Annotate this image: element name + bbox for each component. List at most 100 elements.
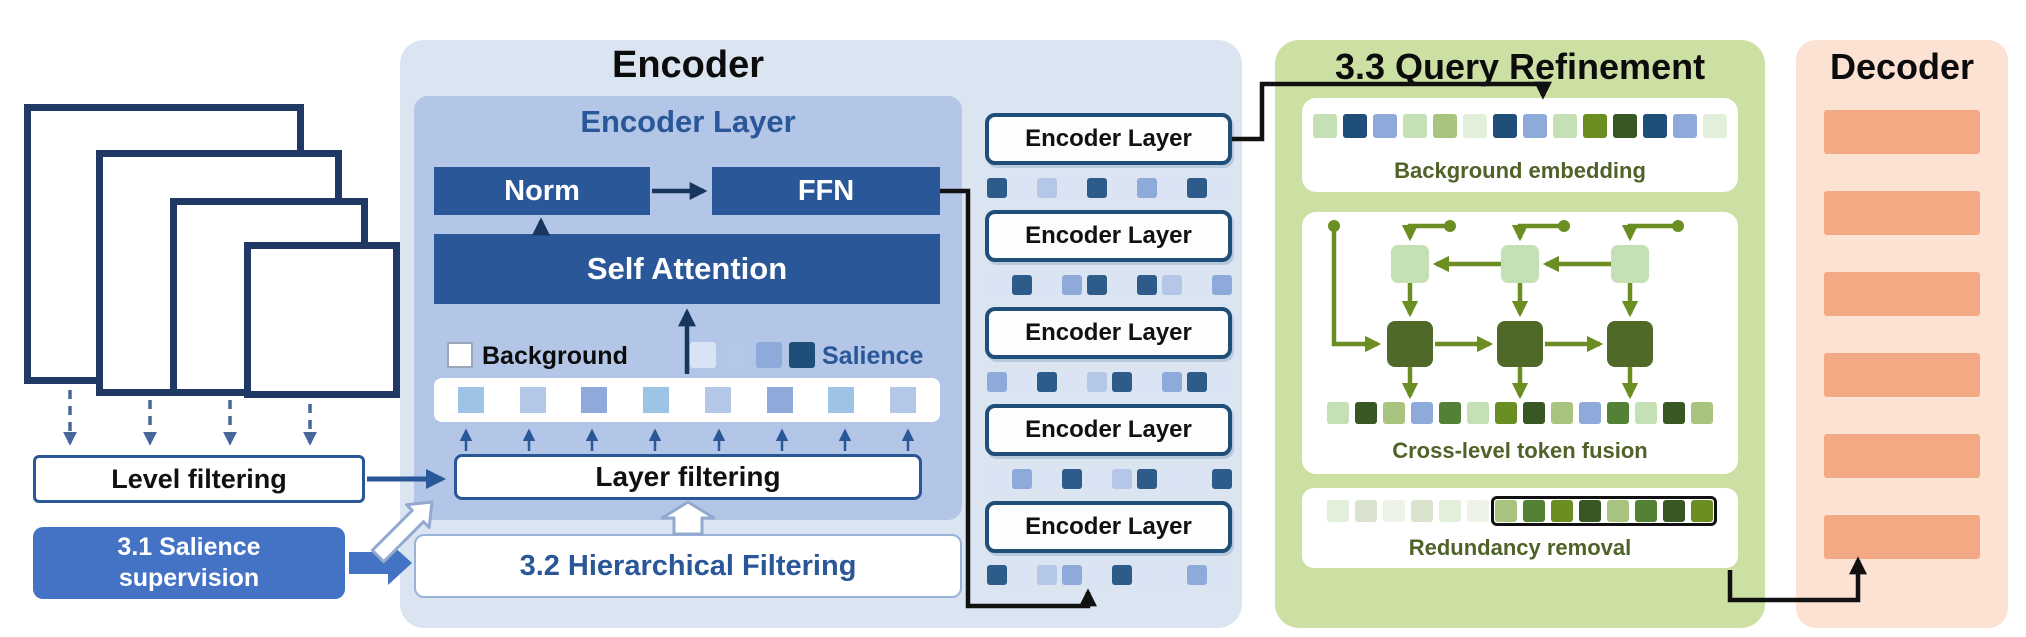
- token-square: [1086, 372, 1107, 392]
- token-square: [1439, 402, 1461, 424]
- token-square: [1523, 500, 1545, 522]
- decoder-layer-bar: [1824, 515, 1980, 559]
- token-square: [1327, 500, 1349, 522]
- token-square: [1061, 469, 1082, 489]
- level-filtering-box: Level filtering: [33, 455, 365, 503]
- token-square: [1355, 500, 1377, 522]
- token-square: [1061, 565, 1082, 585]
- token-square: [1579, 500, 1601, 522]
- token-square: [1579, 402, 1601, 424]
- token-row-1: [986, 178, 1232, 198]
- encoder-layer-stack-3: Encoder Layer: [985, 307, 1232, 359]
- encoder-layer-stack-label: Encoder Layer: [1025, 513, 1192, 540]
- level-filtering-label: Level filtering: [111, 463, 287, 494]
- token-square: [1607, 500, 1629, 522]
- decoder-layer-bar: [1824, 272, 1980, 316]
- token-square: [1186, 372, 1207, 392]
- token-square: [1036, 469, 1057, 489]
- token-square: [1551, 402, 1573, 424]
- token-square: [690, 342, 716, 368]
- token-square: [1161, 178, 1182, 198]
- background-legend-swatch: [447, 342, 473, 368]
- token-square: [1403, 114, 1427, 138]
- token-square: [643, 387, 670, 413]
- token-square: [1086, 275, 1107, 295]
- ffn-label: FFN: [797, 174, 855, 207]
- ffn-block: FFN: [712, 167, 940, 215]
- encoder-layer-panel: [414, 96, 962, 520]
- token-square: [1643, 114, 1667, 138]
- redundancy-label: Redundancy removal: [1408, 535, 1632, 560]
- decoder-title: Decoder: [1829, 46, 1975, 87]
- hierarchical-filtering-label: 3.2 Hierarchical Filtering: [519, 549, 857, 582]
- token-square: [1061, 372, 1082, 392]
- token-row-3: [986, 372, 1232, 392]
- layer-filtering-box: Layer filtering: [454, 454, 922, 500]
- token-square: [457, 387, 484, 413]
- token-square: [1086, 469, 1107, 489]
- fusion-label: Cross-level token fusion: [1392, 438, 1648, 463]
- kept-tokens-outline: [1491, 496, 1717, 526]
- token-square: [1136, 469, 1157, 489]
- background-embedding-label: Background embedding: [1394, 158, 1646, 183]
- salience-supervision-line1: 3.1 Salience: [117, 532, 261, 561]
- token-square: [1161, 565, 1182, 585]
- encoder-layer-stack-label: Encoder Layer: [1025, 222, 1192, 249]
- token-square: [1161, 275, 1182, 295]
- token-square: [1211, 275, 1232, 295]
- token-square: [986, 565, 1007, 585]
- encoder-layer-title: Encoder Layer: [580, 104, 796, 139]
- token-square: [1186, 469, 1207, 489]
- token-strip: [434, 378, 940, 422]
- token-square: [1673, 114, 1697, 138]
- decoder-layer-bar: [1824, 110, 1980, 154]
- decoder-layer-bar: [1824, 353, 1980, 397]
- token-square: [1086, 178, 1107, 198]
- token-square: [1086, 565, 1107, 585]
- token-square: [1691, 500, 1713, 522]
- token-square: [1011, 275, 1032, 295]
- token-square: [890, 387, 917, 413]
- token-square: [986, 178, 1007, 198]
- token-square: [1551, 500, 1573, 522]
- token-square: [1343, 114, 1367, 138]
- token-row-5: [986, 565, 1232, 585]
- token-square: [986, 372, 1007, 392]
- token-square: [723, 342, 749, 368]
- redundancy-token-row: [1302, 500, 1738, 522]
- token-square: [1411, 402, 1433, 424]
- token-square: [1355, 402, 1377, 424]
- token-square: [1493, 114, 1517, 138]
- token-square: [1111, 178, 1132, 198]
- token-fusion-graph: [1328, 220, 1684, 400]
- token-square: [1211, 469, 1232, 489]
- token-square: [1036, 565, 1057, 585]
- token-square: [1136, 372, 1157, 392]
- token-square: [1467, 500, 1489, 522]
- token-square: [1613, 114, 1637, 138]
- token-square: [1011, 372, 1032, 392]
- token-square: [1161, 372, 1182, 392]
- token-square: [1011, 565, 1032, 585]
- token-square: [519, 387, 546, 413]
- token-square: [1635, 500, 1657, 522]
- decoder-layer-bar: [1824, 191, 1980, 235]
- encoder-layer-stack-4: Encoder Layer: [985, 404, 1232, 456]
- self-attention-block: Self Attention: [434, 234, 940, 304]
- token-square: [1663, 402, 1685, 424]
- token-square: [1583, 114, 1607, 138]
- token-square: [789, 342, 815, 368]
- token-square: [1383, 500, 1405, 522]
- token-square: [1523, 114, 1547, 138]
- salience-legend-swatches: [690, 342, 815, 368]
- token-square: [1463, 114, 1487, 138]
- token-square: [1186, 565, 1207, 585]
- token-square: [986, 469, 1007, 489]
- token-square: [1111, 372, 1132, 392]
- token-square: [704, 387, 731, 413]
- token-square: [1691, 402, 1713, 424]
- decoder-layer-bar: [1824, 434, 1980, 478]
- token-square: [1523, 402, 1545, 424]
- salience-supervision-line2: supervision: [118, 564, 260, 592]
- token-square: [1495, 500, 1517, 522]
